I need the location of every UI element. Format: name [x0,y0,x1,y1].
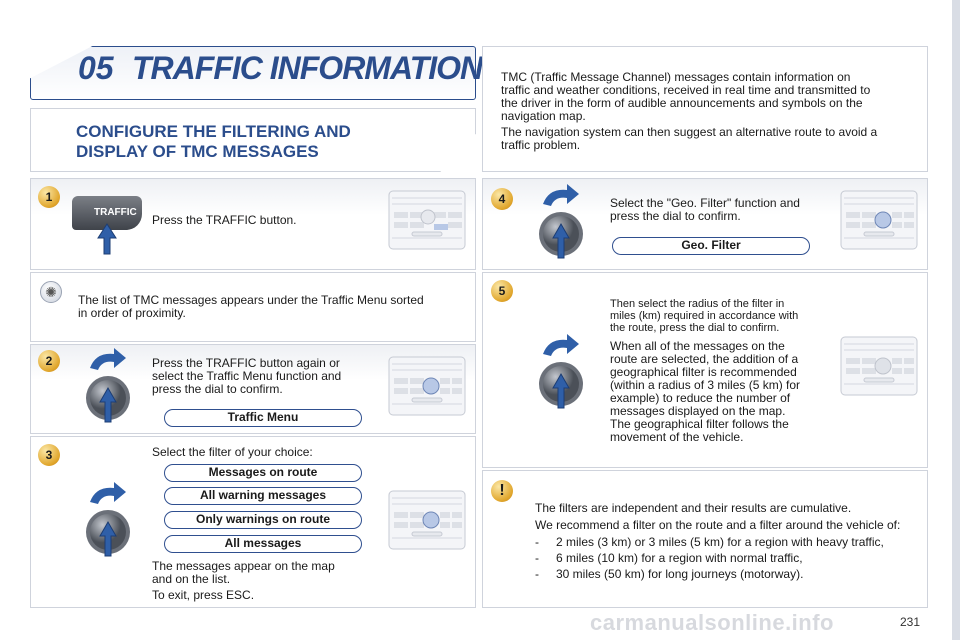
filter-option-all-messages[interactable]: All messages [164,535,362,553]
step4-number: 4 [491,188,513,210]
press-arrow-icon [97,223,117,255]
control-panel-icon [840,190,918,250]
page-edge-bar [952,0,960,640]
info-sun-icon: ✺ [40,281,62,303]
dial-knob-icon [539,184,583,259]
intro-paragraph-1: TMC (Traffic Message Channel) messages c… [501,70,871,123]
filter-option-all-warning-messages[interactable]: All warning messages [164,487,362,505]
step1-number: 1 [38,186,60,208]
control-panel-icon [388,356,466,416]
filter-option-only-warnings-on-route[interactable]: Only warnings on route [164,511,362,529]
watermark: carmanualsonline.info [590,610,834,635]
warning-bullet-1: -2 miles (3 km) or 3 miles (5 km) for a … [535,535,884,549]
step3-intro: Select the filter of your choice: [152,445,313,459]
warning-p2: We recommend a filter on the route and a… [535,518,901,532]
dial-knob-icon [539,334,583,409]
section-title-line2: DISPLAY OF TMC MESSAGES [76,142,319,161]
note-box [30,272,476,342]
control-panel-icon [388,190,466,250]
page-title: TRAFFIC INFORMATION [132,50,483,86]
traffic-menu-option[interactable]: Traffic Menu [164,409,362,427]
warning-icon: ! [491,480,513,502]
step1-text: Press the TRAFFIC button. [152,213,297,227]
traffic-button-label: TRAFFIC [94,207,137,218]
control-panel-icon [840,336,918,396]
dial-knob-icon [86,348,130,423]
chapter-header [30,46,476,100]
chapter-number: 05 [78,50,114,86]
warning-bullet-2: -6 miles (10 km) for a region with norma… [535,551,803,565]
dial-knob-icon [86,482,130,557]
section-title-line1: CONFIGURE THE FILTERING AND [76,122,351,141]
step5-number: 5 [491,280,513,302]
warning-p1: The filters are independent and their re… [535,501,852,515]
intro-paragraph-2: The navigation system can then suggest a… [501,125,878,152]
intro-box [482,46,928,172]
note-text: The list of TMC messages appears under t… [78,293,424,320]
geo-filter-option[interactable]: Geo. Filter [612,237,810,255]
control-panel-icon [388,490,466,550]
warning-box [482,470,928,608]
warning-bullet-3: -30 miles (50 km) for long journeys (mot… [535,567,804,581]
filter-option-messages-on-route[interactable]: Messages on route [164,464,362,482]
step2-number: 2 [38,350,60,372]
section-title-box [30,108,476,172]
step3-exit-text: To exit, press ESC. [152,588,255,602]
section-title: CONFIGURE THE FILTERING AND DISPLAY OF T… [76,122,351,162]
page-number: 231 [900,615,921,629]
step3-number: 3 [38,444,60,466]
